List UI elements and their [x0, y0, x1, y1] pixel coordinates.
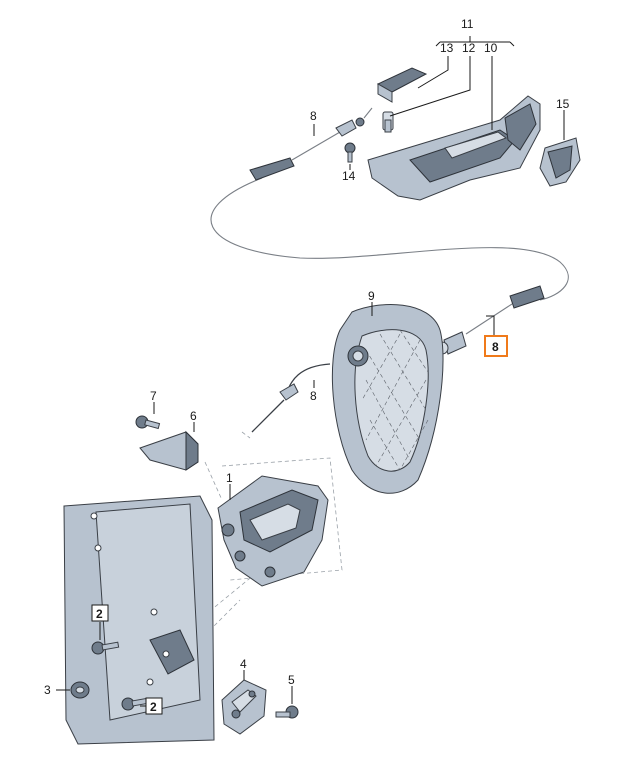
- interior-handle-part-10: [367, 95, 541, 201]
- door-inner-panel: [63, 495, 215, 745]
- label-8-highlighted[interactable]: 8: [492, 340, 499, 354]
- operating-rod-part-8: [251, 363, 331, 433]
- end-cap-part-15: [539, 137, 581, 187]
- door-lock-part-1: [217, 475, 329, 587]
- grommet-part-3: [70, 681, 90, 699]
- label-15: 15: [556, 97, 570, 111]
- screw-part-2-lower: [121, 697, 148, 711]
- label-3: 3: [44, 683, 51, 697]
- label-8-rod: 8: [310, 389, 317, 403]
- screw-part-7: [135, 415, 161, 430]
- label-14: 14: [342, 169, 356, 183]
- screw-part-2-upper: [91, 641, 120, 655]
- label-4: 4: [240, 657, 247, 671]
- bowden-cable-loop: [210, 177, 569, 301]
- bracket-part-6: [139, 430, 199, 471]
- label-5: 5: [288, 673, 295, 687]
- label-box-2-upper: [91, 604, 109, 622]
- label-2-lower: 2: [150, 700, 157, 714]
- label-10: 10: [484, 41, 498, 55]
- highlight-box-8[interactable]: [484, 335, 508, 357]
- handle-housing-part-9: [331, 304, 444, 494]
- label-1: 1: [226, 471, 233, 485]
- clip-part-12: [382, 111, 394, 133]
- label-11: 11: [461, 17, 474, 31]
- label-box-2-lower: [145, 697, 163, 715]
- screw-part-14: [344, 142, 356, 163]
- label-13: 13: [440, 41, 454, 55]
- screw-part-5: [275, 705, 299, 719]
- label-7: 7: [150, 389, 157, 403]
- cable-end-top: [249, 107, 373, 181]
- label-12: 12: [462, 41, 476, 55]
- cover-cap-part-13: [376, 67, 428, 103]
- striker-plate-part-4: [221, 679, 267, 735]
- label-6: 6: [190, 409, 197, 423]
- label-9: 9: [368, 289, 375, 303]
- label-8-top: 8: [310, 109, 317, 123]
- label-2-upper: 2: [96, 607, 103, 621]
